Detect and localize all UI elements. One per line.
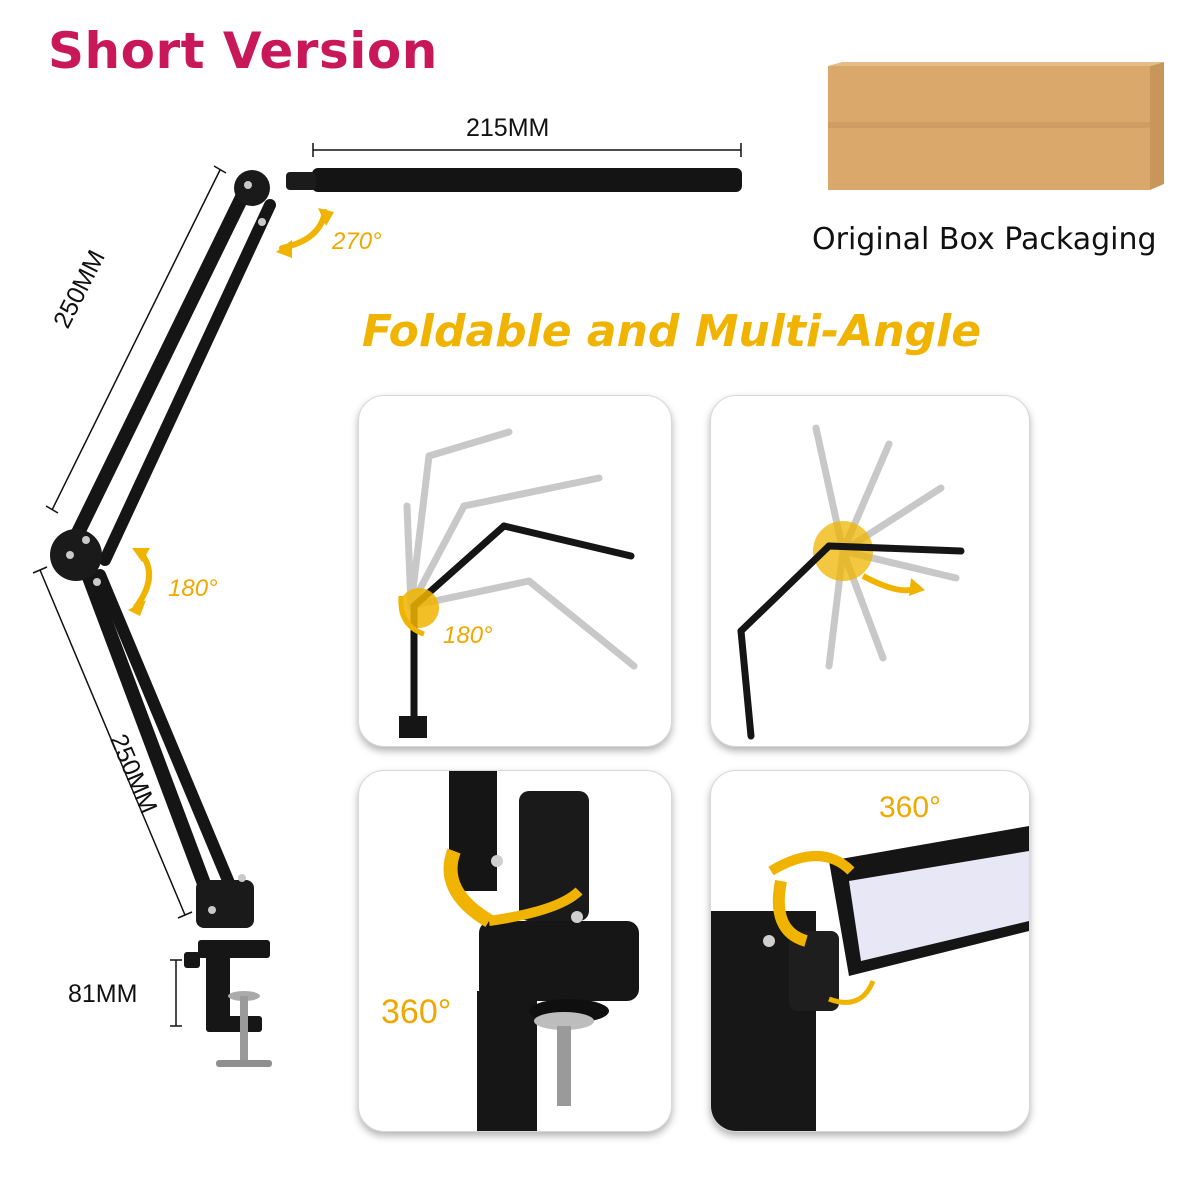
rotation-arrow-icon (133, 209, 328, 610)
page-title: Short Version (48, 22, 438, 80)
fold-angle-label: 180° (443, 622, 493, 649)
fold-angle-panel: 180° (358, 395, 672, 747)
head-swivel-label: 360° (879, 791, 942, 824)
clamp-rotation-label: 360° (381, 993, 452, 1031)
head-swivel-panel: 360° (710, 770, 1030, 1132)
elbow-joint-angle: 180° (168, 575, 218, 602)
dimension-lines (32, 143, 742, 1027)
head-joint-angle: 270° (332, 228, 382, 255)
head-width-label: 215MM (466, 114, 550, 142)
head-rotation-panel (710, 395, 1030, 747)
clamp-rotation-panel: 360° (358, 770, 672, 1132)
clamp-height-label: 81MM (68, 980, 138, 1008)
packaging-label: Original Box Packaging (812, 222, 1157, 257)
feature-heading: Foldable and Multi-Angle (362, 306, 982, 357)
packaging-box-image (828, 62, 1164, 190)
